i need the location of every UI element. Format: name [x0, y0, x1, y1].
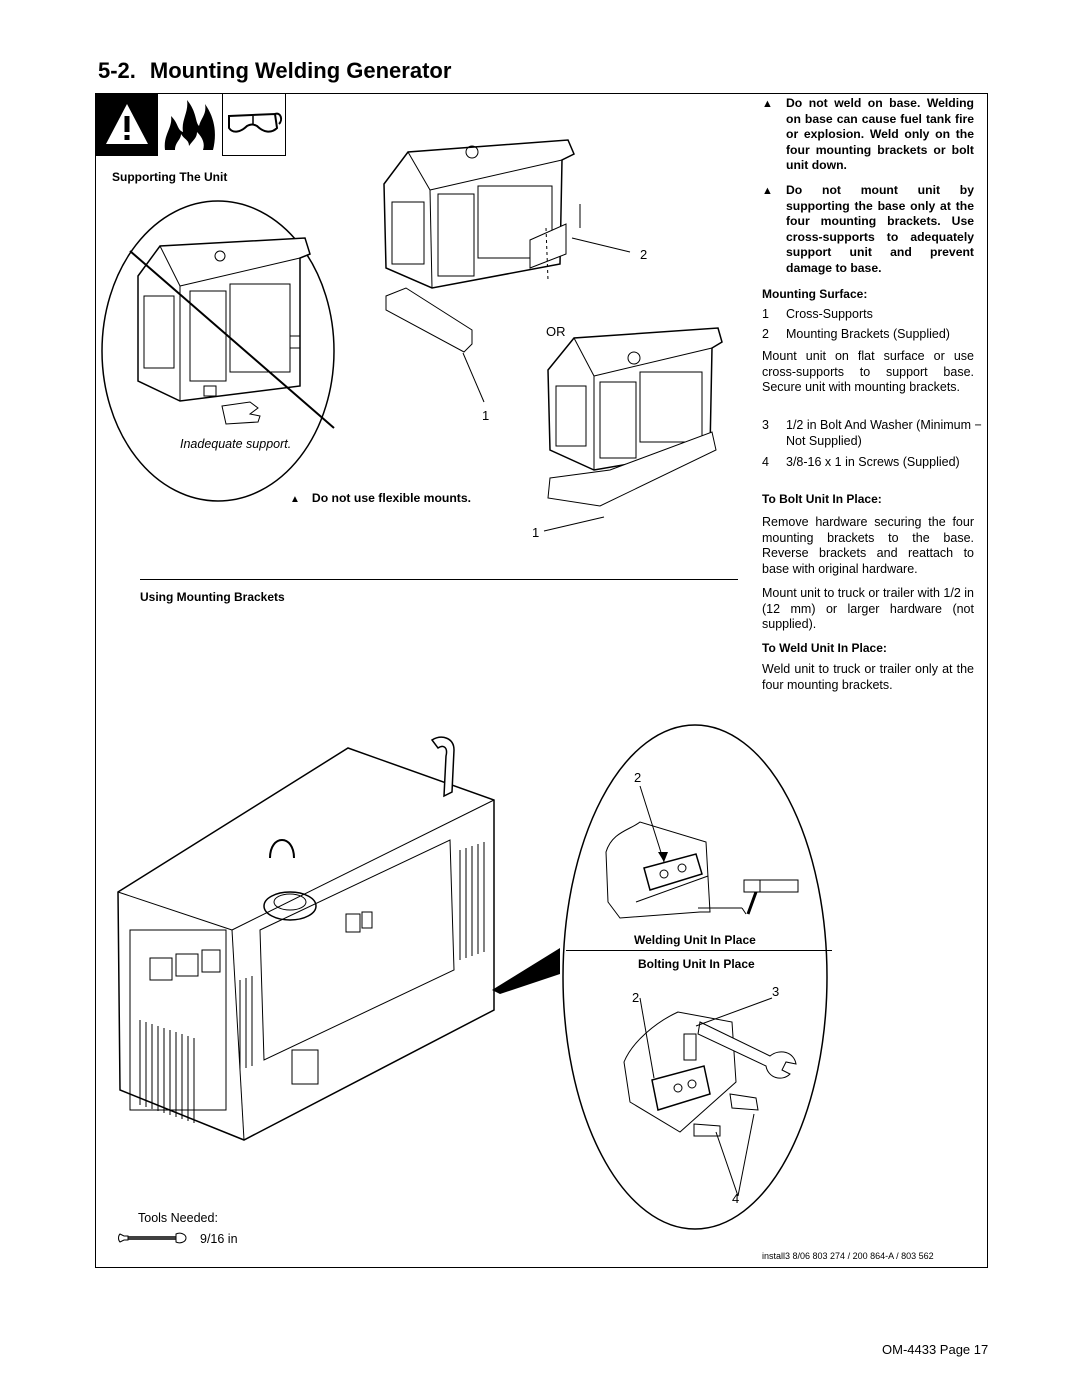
detail-callout-2a: 2: [634, 770, 642, 785]
callout-leader-1-top: [462, 352, 485, 403]
safety-goggles-icon: [222, 94, 286, 156]
warning-triangle-small-icon: ▲: [762, 185, 773, 197]
warning-triangle-small-icon: ▲: [290, 494, 300, 505]
tools-label: Tools Needed:: [138, 1211, 218, 1225]
callout-1-top: 1: [482, 408, 490, 423]
bolt-paragraph-2: Mount unit to truck or trailer with 1/2 …: [762, 586, 974, 631]
supporting-heading: Supporting The Unit: [112, 170, 228, 184]
flex-warning: ▲ Do not use flexible mounts.: [290, 491, 471, 505]
warning-mount-base-text: Do not mount unit by supporting the base…: [786, 183, 974, 275]
callout-leader-1-bottom: [543, 516, 605, 532]
list-item-number: 2: [762, 327, 769, 341]
detail-pointer-wedge: [492, 948, 560, 994]
detail-callout-4: 4: [732, 1191, 740, 1206]
list-item: 3 1/2 in Bolt And Washer (Minimum − Not S…: [762, 418, 998, 449]
list-item: 4 3/8-16 x 1 in Screws (Supplied): [762, 455, 998, 471]
detail-callout-3: 3: [772, 984, 780, 999]
detail-divider: [566, 950, 832, 951]
mounting-surface-heading: Mounting Surface:: [762, 287, 868, 301]
callout-1-bottom: 1: [532, 525, 540, 540]
bolt-paragraph-1: Remove hardware securing the four mounti…: [762, 515, 974, 576]
list-item-text: 3/8-16 x 1 in Screws (Supplied): [786, 455, 960, 469]
callout-2-top: 2: [640, 247, 648, 262]
generator-main-illustration: [117, 736, 495, 1141]
using-brackets-heading: Using Mounting Brackets: [140, 590, 285, 604]
callout-leader-2-top: [571, 237, 631, 253]
doc-reference: install3 8/06 803 274 / 200 864-A / 803 …: [762, 1251, 934, 1261]
list-item-number: 3: [762, 418, 769, 432]
section-title-text: Mounting Welding Generator: [149, 58, 452, 83]
list-item-text: Cross-Supports: [786, 307, 873, 321]
section-number: 5-2.: [98, 58, 136, 83]
detail-oval: [562, 724, 828, 1230]
warning-mount-base: ▲ Do not mount unit by supporting the ba…: [762, 183, 974, 276]
warning-triangle-icon: [96, 94, 158, 156]
generator-brackets-illustration: [547, 327, 723, 507]
section-title: 5-2. Mounting Welding Generator: [98, 58, 451, 84]
flex-warning-text: Do not use flexible mounts.: [311, 491, 472, 505]
inadequate-support-illustration: [101, 200, 335, 502]
list-item-number: 1: [762, 307, 769, 321]
inadequate-caption: Inadequate support.: [180, 437, 292, 451]
list-item: 1 Cross-Supports: [762, 307, 974, 323]
section-divider: [140, 579, 738, 580]
warning-weld-base-text: Do not weld on base. Welding on base can…: [786, 96, 974, 172]
weld-paragraph: Weld unit to truck or trailer only at th…: [762, 662, 974, 692]
warning-triangle-small-icon: ▲: [762, 98, 773, 110]
bolting-in-place-label: Bolting Unit In Place: [638, 957, 755, 971]
callout-or: OR: [546, 324, 566, 339]
list-item: 2 Mounting Brackets (Supplied): [762, 327, 974, 343]
mount-paragraph: Mount unit on flat surface or use cross-…: [762, 349, 974, 394]
detail-callout-2b: 2: [632, 990, 640, 1005]
list-item-number: 4: [762, 455, 769, 469]
generator-cross-supports-illustration: [383, 139, 581, 353]
wrench-size: 9/16 in: [200, 1232, 238, 1246]
weld-heading: To Weld Unit In Place:: [762, 641, 887, 655]
wrench-icon: [118, 1232, 187, 1244]
bolt-heading: To Bolt Unit In Place:: [762, 492, 882, 506]
welding-in-place-label: Welding Unit In Place: [634, 933, 756, 947]
content-frame: [95, 93, 988, 1268]
list-item-text: Mounting Brackets (Supplied): [786, 327, 950, 341]
warning-weld-base: ▲ Do not weld on base. Welding on base c…: [762, 96, 974, 174]
list-item-text: 1/2 in Bolt And Washer (Minimum − Not Su…: [786, 418, 982, 448]
page-footer: OM-4433 Page 17: [882, 1342, 989, 1357]
fire-icon: [159, 94, 221, 156]
